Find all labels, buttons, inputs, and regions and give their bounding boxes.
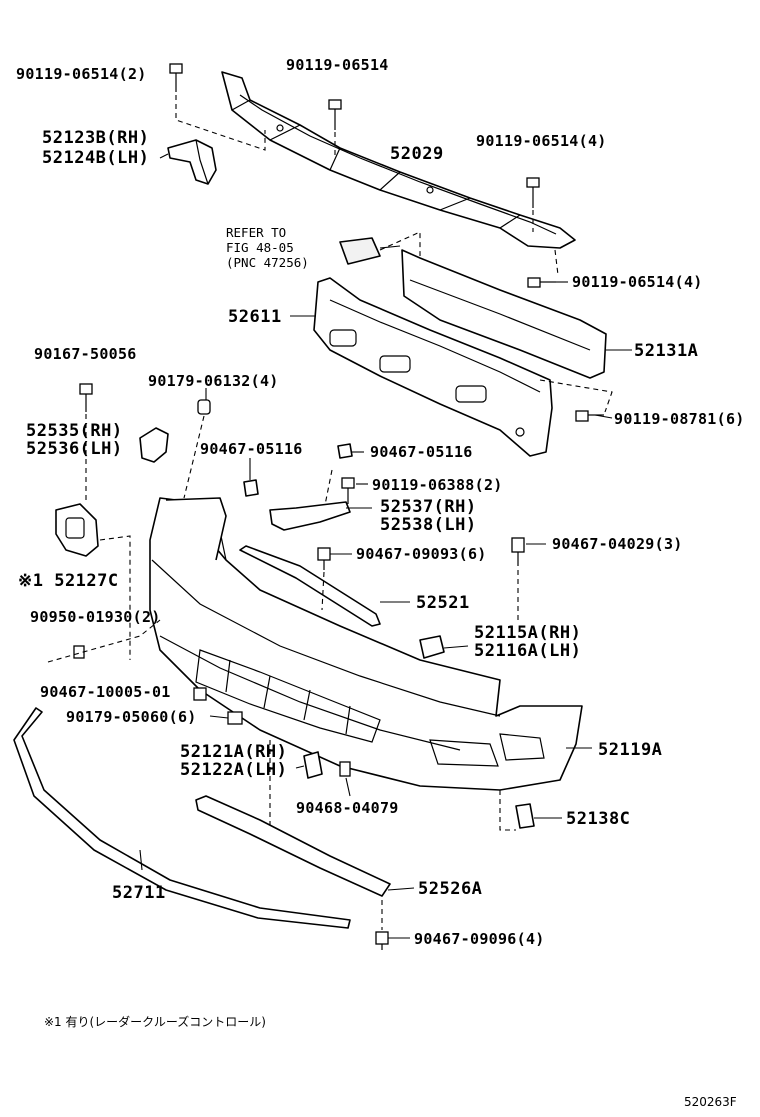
label-52138c: 52138C: [566, 809, 630, 829]
clip-90467-09093: [317, 547, 331, 570]
clip-90467-10005: [193, 687, 207, 701]
label-52536: 52536(LH): [26, 439, 123, 459]
sensor-bracket-52127c: [55, 503, 99, 557]
retainer-52131a: [401, 249, 607, 379]
label-90467-05116-a: 90467-05116: [200, 440, 303, 458]
clip-52138c: [515, 803, 535, 829]
label-52521: 52521: [416, 593, 470, 613]
label-52123b: 52123B(RH): [42, 128, 149, 148]
label-refer-3: (PNC 47256): [226, 255, 309, 270]
label-52122a: 52122A(LH): [180, 760, 287, 780]
label-52535: 52535(RH): [26, 421, 123, 441]
label-52611: 52611: [228, 307, 282, 327]
bolt-90119-06388: [341, 477, 355, 504]
footnote: ※1 有り(レーダークルーズコントロール): [44, 1014, 266, 1029]
label-52029: 52029: [390, 144, 444, 164]
nut-90950-01930: [73, 645, 85, 659]
label-90467-05116-b: 90467-05116: [370, 443, 473, 461]
clip-90467-05116-b: [337, 443, 353, 459]
lower-molding-52526a: [195, 795, 391, 897]
label-90179-06132: 90179-06132(4): [148, 372, 279, 390]
molding-52521: [239, 545, 381, 627]
label-52121a: 52121A(RH): [180, 742, 287, 762]
label-90119-06514-4a: 90119-06514(4): [476, 132, 607, 150]
clip-90467-04029: [511, 537, 525, 566]
label-90467-09093: 90467-09093(6): [356, 545, 487, 563]
seal-52115a-52116a: [419, 635, 445, 659]
label-90167-50056: 90167-50056: [34, 345, 137, 363]
label-90950-01930: 90950-01930(2): [30, 608, 161, 626]
nut-90179-05060: [227, 711, 243, 725]
label-52538: 52538(LH): [380, 515, 477, 535]
label-52124b: 52124B(LH): [42, 148, 149, 168]
label-90119-06514-2: 90119-06514(2): [16, 65, 147, 83]
label-90119-08781: 90119-08781(6): [614, 410, 745, 428]
label-52115a: 52115A(RH): [474, 623, 581, 643]
bolt-90167-50056: [79, 383, 93, 412]
label-52116a: 52116A(LH): [474, 641, 581, 661]
bolt-90119-06514-c: [526, 177, 540, 208]
figure-code: 520263F: [684, 1095, 737, 1109]
clip-90467-05116-a: [243, 479, 259, 497]
label-52711: 52711: [112, 883, 166, 903]
bracket-52535-52536: [139, 427, 169, 463]
label-90119-06514-4b: 90119-06514(4): [572, 273, 703, 291]
label-52526a: 52526A: [418, 879, 482, 899]
bolt-90119-06514-d: [527, 277, 556, 288]
label-refer-2: FIG 48-05: [226, 240, 294, 255]
label-90119-06514: 90119-06514: [286, 56, 389, 74]
bracket-52121a-52122a: [303, 751, 323, 779]
label-90179-05060: 90179-05060(6): [66, 708, 197, 726]
label-90467-09096: 90467-09096(4): [414, 930, 545, 948]
label-90468-04079: 90468-04079: [296, 799, 399, 817]
nut-90179-06132: [197, 399, 211, 415]
label-52131a: 52131A: [634, 341, 698, 361]
label-90467-10005: 90467-10005-01: [40, 683, 171, 701]
bolt-90119-06514-a: [169, 63, 183, 92]
bolt-90119-06514-b: [328, 99, 342, 130]
bracket-52537-52538: [269, 501, 351, 531]
clip-90467-09096: [375, 931, 389, 950]
clip-90468-04079: [339, 761, 351, 777]
bumper-reinforcement-52029: [221, 71, 576, 249]
bracket-52123b-52124b: [167, 139, 217, 185]
energy-absorber-52611: [313, 277, 553, 457]
label-90467-04029: 90467-04029(3): [552, 535, 683, 553]
sensor-bracket-ref: [339, 231, 421, 265]
label-refer-1: REFER TO: [226, 225, 286, 240]
label-52119a: 52119A: [598, 740, 662, 760]
label-90119-06388: 90119-06388(2): [372, 476, 503, 494]
label-52127c: ※1 52127C: [18, 571, 119, 591]
bumper-cover-52119a: [149, 497, 583, 791]
label-52537: 52537(RH): [380, 497, 477, 517]
spoiler-52711: [13, 707, 351, 929]
